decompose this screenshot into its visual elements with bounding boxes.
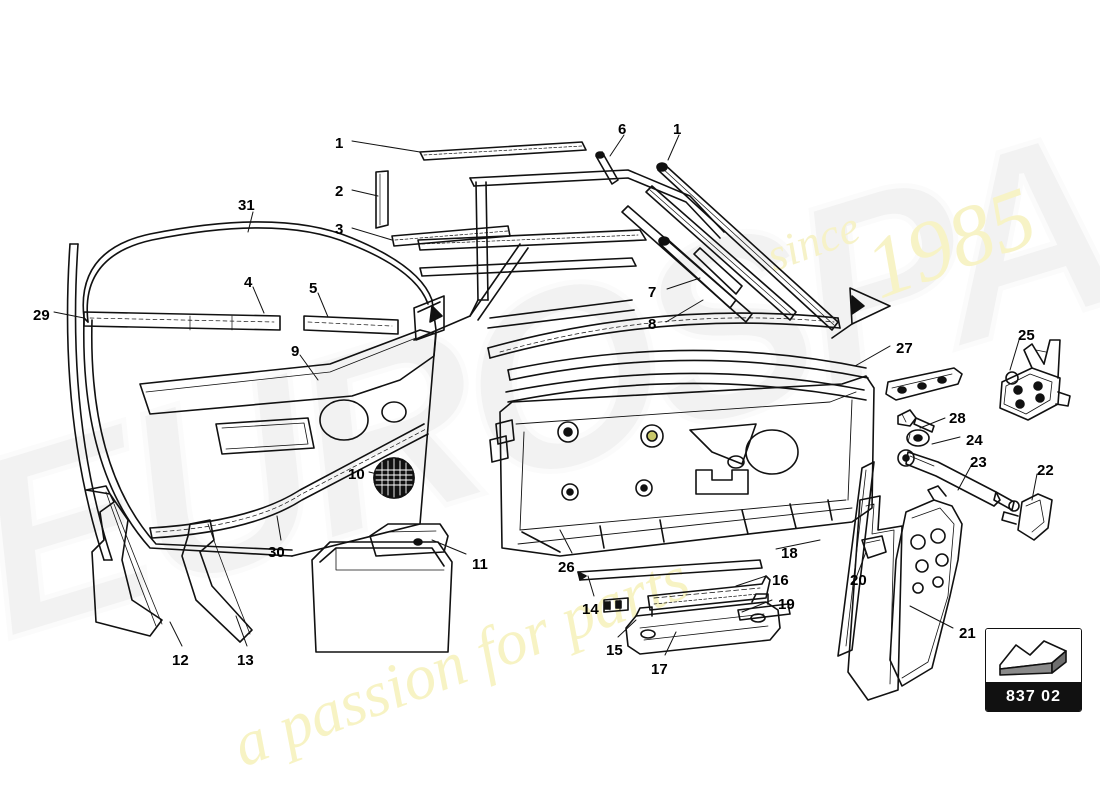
part-16-textured-strip — [647, 575, 771, 611]
part-12-rail — [85, 485, 163, 637]
part-19-strip — [737, 603, 791, 621]
part-20-pillar-panel — [847, 495, 903, 701]
corner-bracket — [831, 287, 891, 339]
callout-18: 18 — [781, 545, 798, 562]
part-11-box — [311, 541, 453, 653]
part-11-bracket — [369, 523, 449, 557]
callout-12: 12 — [172, 652, 189, 669]
part-5-moulding — [303, 315, 399, 335]
part-8b-trim-strip — [693, 247, 743, 295]
door-panel-icon — [986, 629, 1081, 682]
callout-5: 5 — [309, 280, 318, 297]
part-21-hinge-pillar — [889, 485, 963, 687]
callout-3: 3 — [335, 221, 344, 238]
callout-26: 26 — [558, 559, 575, 576]
callout-21: 21 — [959, 625, 976, 642]
part-4-moulding — [83, 311, 281, 331]
part-20-pillar-trim — [861, 535, 887, 559]
part-1b-trim-strip — [656, 162, 839, 331]
callout-22: 22 — [1037, 462, 1054, 479]
callout-30: 30 — [268, 544, 285, 561]
callout-2: 2 — [335, 183, 344, 200]
callout-14: 14 — [582, 601, 599, 618]
callout-10: 10 — [348, 466, 365, 483]
part-9-inner-trim-panel — [139, 329, 437, 499]
callout-19: 19 — [778, 596, 795, 613]
part-number-text: 837 02 — [986, 682, 1081, 711]
callout-15: 15 — [606, 642, 623, 659]
part-30-lower-seal — [149, 423, 429, 539]
callout-20: 20 — [850, 572, 867, 589]
part-28-bolt — [897, 409, 935, 433]
callout-16: 16 — [772, 572, 789, 589]
part-1-roof-seal — [419, 141, 587, 161]
callout-8: 8 — [648, 316, 657, 333]
callout-13: 13 — [237, 652, 254, 669]
part-8-lower-seal — [487, 312, 841, 359]
part-8-trim-strip — [658, 236, 737, 309]
callout-27: 27 — [896, 340, 913, 357]
callout-1: 1 — [335, 135, 344, 152]
callout-6: 6 — [618, 121, 627, 138]
callout-28: 28 — [949, 410, 966, 427]
callout-24: 24 — [966, 432, 983, 449]
part-26-inner-frame — [489, 349, 875, 557]
part-22-latch — [1001, 493, 1053, 541]
callout-9: 9 — [291, 343, 300, 360]
part-24-washer — [906, 429, 930, 447]
callout-11: 11 — [472, 556, 488, 573]
part-31-door-outer-panel — [82, 221, 437, 557]
callout-23: 23 — [970, 454, 987, 471]
part-7-trim-strip — [645, 185, 797, 321]
part-6-pin — [595, 151, 619, 185]
part-23-gas-strut — [897, 449, 1020, 512]
part-13-rail — [181, 519, 253, 643]
callout-7: 7 — [648, 284, 657, 301]
part-27-bracket-plate — [885, 367, 963, 401]
part-2-clip — [375, 170, 389, 229]
callout-4: 4 — [244, 274, 253, 291]
part-25-hinge — [999, 339, 1071, 421]
part-15-clip — [603, 597, 629, 613]
callout-31: 31 — [238, 197, 255, 214]
part-14-strip — [577, 559, 763, 581]
callout-29: 29 — [33, 307, 50, 324]
part-number-badge: 837 02 — [985, 628, 1082, 712]
callout-25: 25 — [1018, 327, 1035, 344]
callout-17: 17 — [651, 661, 668, 678]
callout-1b: 1 — [673, 121, 682, 138]
